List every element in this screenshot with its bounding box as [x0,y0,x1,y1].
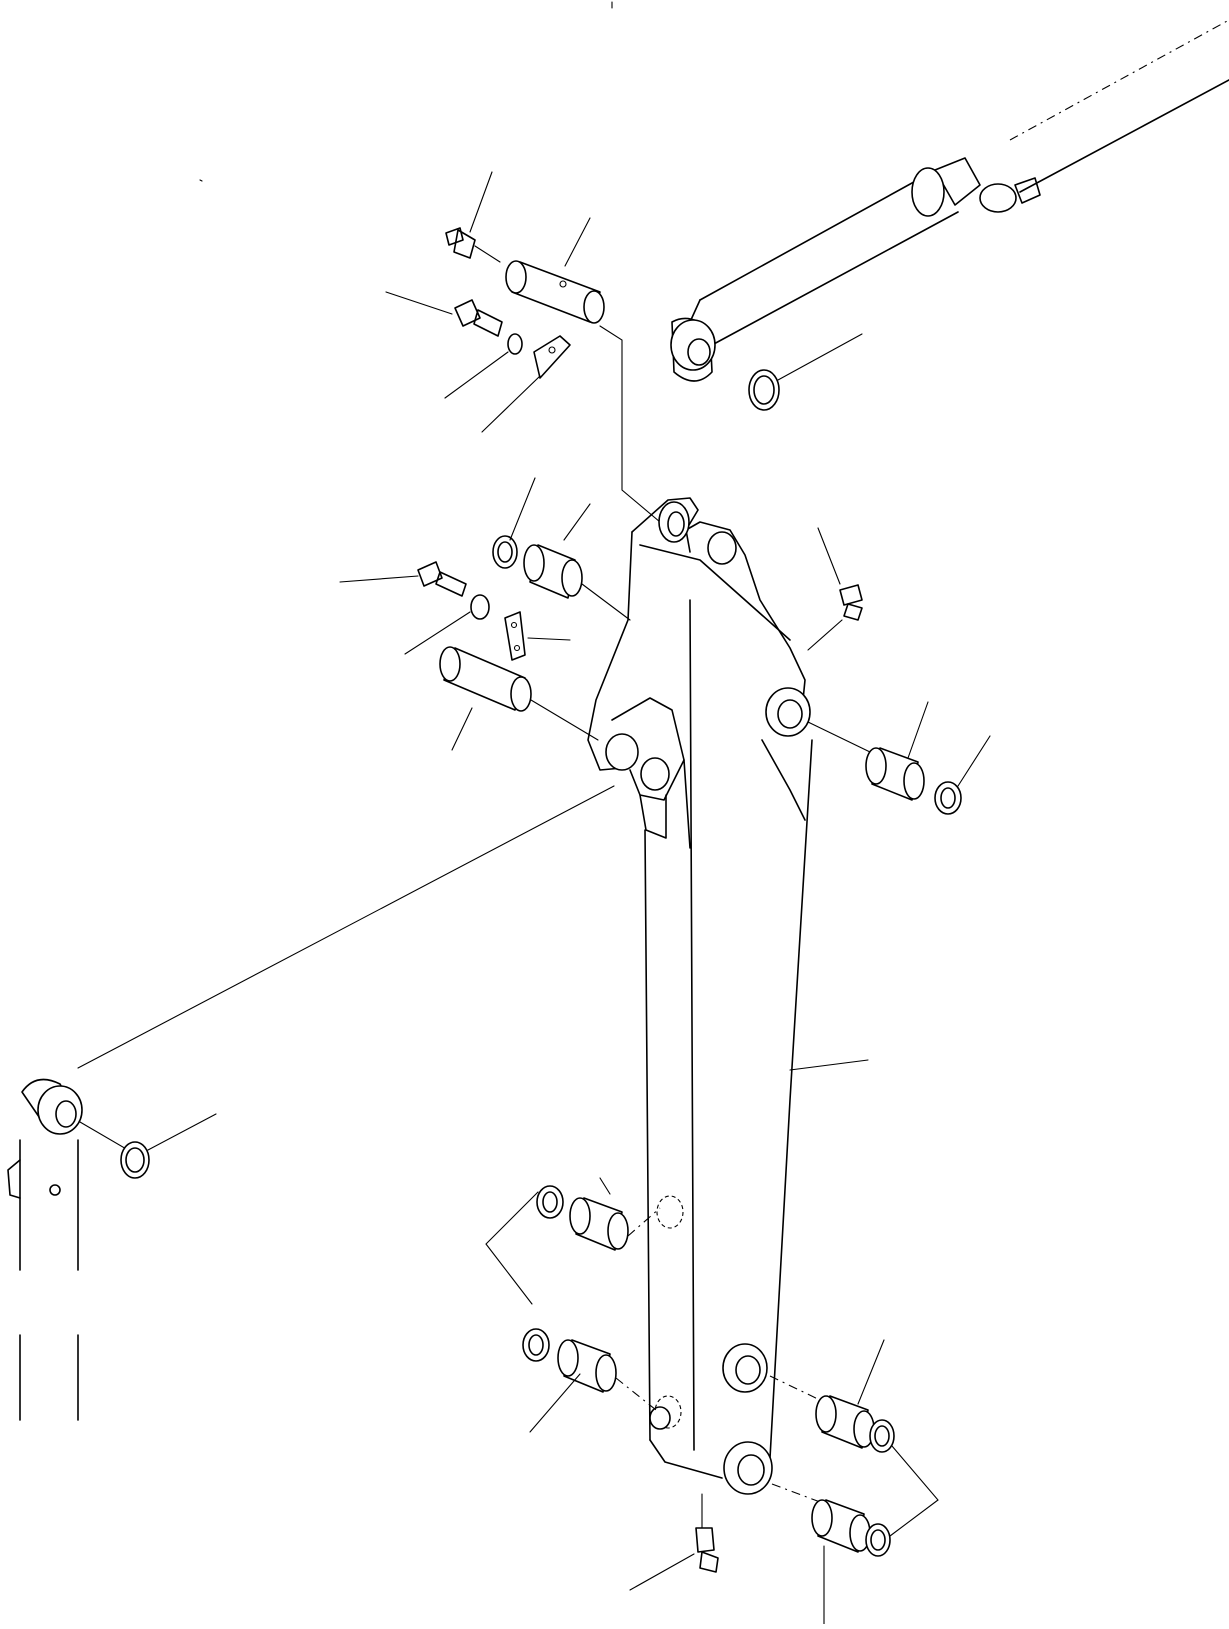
lock-plate-mid [504,611,571,661]
bushing-right-upper [807,701,929,801]
seal-bottom-right-2 [865,1523,891,1557]
seal-ring-upper [748,333,863,411]
pin-mid [439,646,599,751]
boom-cylinder [7,785,615,1421]
bushing-mid-left [523,503,631,621]
washer-mid [404,594,490,655]
seal-bottom-right-1 [869,1419,895,1453]
bushing-bottom-right-2 [771,1483,871,1625]
arm-body [587,497,869,1495]
bushing-bottom-left-2 [529,1339,657,1433]
seal-ring-left [79,1113,217,1179]
bushing-bottom-left-1 [569,1177,661,1251]
dust-seal-mid-left [492,477,536,569]
bushing-bottom-right-1 [769,1339,885,1449]
seal-bracket-right [889,1445,939,1537]
bolt-top [385,291,503,337]
seal-bracket-left [485,1191,539,1305]
bolt-mid [339,561,467,597]
seal-bottom-left-2 [522,1328,550,1362]
pin-top [505,217,661,523]
arm-cylinder-eye [670,317,716,382]
seal-bottom-left-1 [536,1185,564,1219]
grease-fitting-bottom [629,1493,719,1591]
lock-plate-top [481,335,571,433]
seal-right-upper [934,735,991,815]
washer-top [444,333,523,399]
grease-fitting-arm-head [807,527,863,651]
grease-fitting-top [445,171,501,263]
arm-cylinder [689,19,1229,346]
